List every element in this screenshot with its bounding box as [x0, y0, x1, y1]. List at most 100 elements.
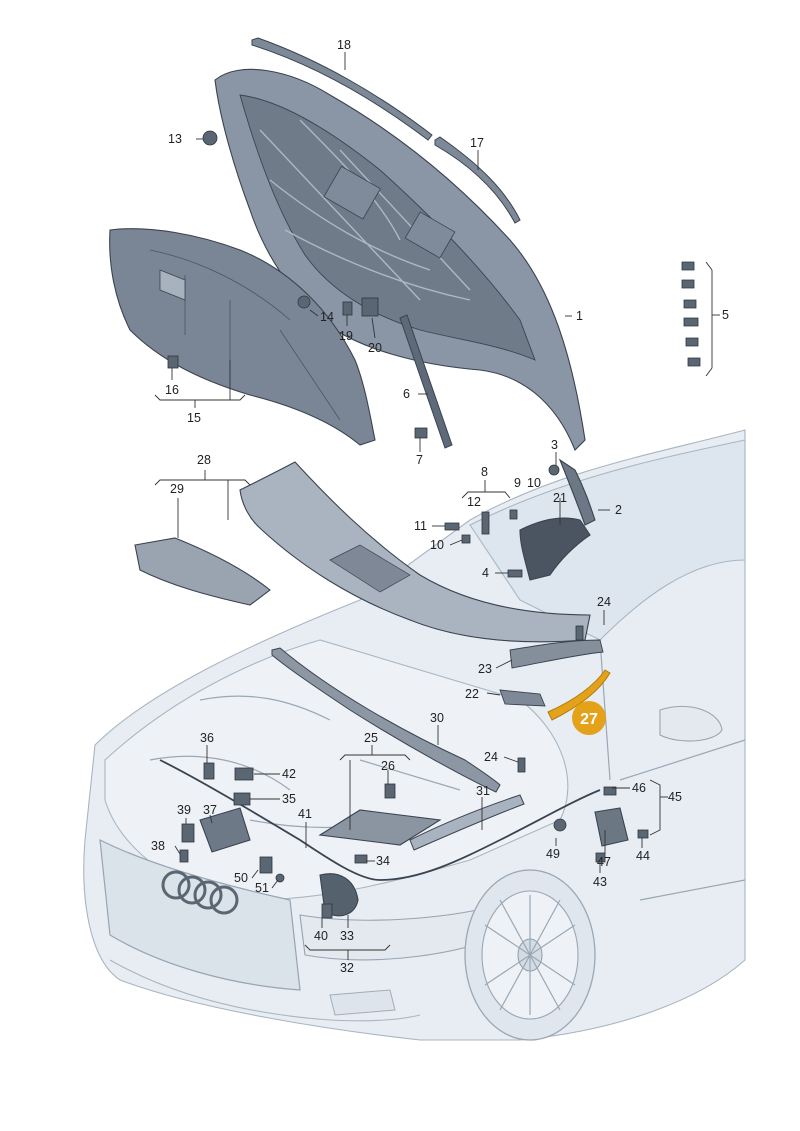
part-label-18: 18	[337, 38, 351, 52]
part-label-24-bottom: 24	[484, 750, 498, 764]
bracket-20	[361, 297, 379, 317]
front-bumper	[109, 959, 421, 1022]
seal-strip-17	[434, 136, 521, 224]
part-label-3: 3	[551, 438, 558, 452]
buffer-13	[202, 130, 218, 146]
clip-16	[167, 355, 179, 369]
latch-47	[594, 807, 629, 847]
part-label-32: 32	[340, 961, 354, 975]
part-label-42: 42	[282, 767, 296, 781]
part-label-40: 40	[314, 929, 328, 943]
seal-22	[499, 689, 546, 707]
part-label-20: 20	[368, 341, 382, 355]
front-grille	[99, 838, 301, 991]
part-label-45: 45	[668, 790, 682, 804]
fog-light	[329, 989, 396, 1016]
part-label-50: 50	[234, 871, 248, 885]
bolt-11	[444, 522, 460, 531]
part-label-13: 13	[168, 132, 182, 146]
part-label-10-bottom: 10	[430, 538, 444, 552]
part-label-9: 9	[514, 476, 521, 490]
lock-carrier-bar-31	[409, 794, 525, 851]
buffer-14	[297, 295, 311, 309]
part-label-7: 7	[416, 453, 423, 467]
part-label-6: 6	[403, 387, 410, 401]
part-label-41: 41	[298, 807, 312, 821]
part-label-4: 4	[482, 566, 489, 580]
release-lever-37	[199, 807, 251, 853]
clip-38	[179, 849, 189, 863]
clip-19	[342, 301, 353, 316]
nut-3	[548, 464, 560, 476]
pollen-filter-cover	[134, 537, 271, 606]
bolt-set-5	[681, 261, 701, 367]
hood-panel	[214, 68, 586, 451]
part-label-35: 35	[282, 792, 296, 806]
bolt-10	[461, 534, 471, 544]
part-label-43: 43	[593, 875, 607, 889]
part-label-16: 16	[165, 383, 179, 397]
part-label-37: 37	[203, 803, 217, 817]
part-label-31: 31	[476, 784, 490, 798]
audi-rings-logo	[161, 870, 239, 915]
bolt-34	[354, 854, 368, 864]
seal-strip-18	[251, 37, 433, 141]
part-label-46: 46	[632, 781, 646, 795]
part-label-8: 8	[481, 465, 488, 479]
small-hardware	[167, 130, 701, 919]
part-label-27: 27	[580, 711, 598, 728]
front-wheel	[464, 869, 596, 1041]
bolt-24-bottom	[517, 757, 526, 773]
plenum-grille	[329, 544, 411, 593]
part-label-22: 22	[465, 687, 479, 701]
clip-42	[234, 767, 254, 781]
part-label-39: 39	[177, 803, 191, 817]
part-label-47: 47	[597, 855, 611, 869]
part-label-12: 12	[467, 495, 481, 509]
insulation-cutout	[159, 269, 186, 301]
nut-43	[595, 852, 606, 863]
windshield	[469, 439, 746, 641]
bolt-46	[603, 786, 617, 796]
part-label-36: 36	[200, 731, 214, 745]
highlighted-seal-27	[547, 669, 611, 721]
part-label-30: 30	[430, 711, 444, 725]
handle-39	[181, 823, 195, 843]
clip-36	[203, 762, 215, 780]
part-label-49: 49	[546, 847, 560, 861]
part-label-44: 44	[636, 849, 650, 863]
hinge-arm	[558, 458, 596, 526]
bolt-12	[481, 511, 490, 535]
gas-strut	[399, 314, 453, 449]
part-label-24-top: 24	[597, 595, 611, 609]
leader-lines	[154, 52, 720, 960]
part-label-29: 29	[170, 482, 184, 496]
part-label-28: 28	[197, 453, 211, 467]
part-label-5: 5	[722, 308, 729, 322]
bolt-44	[637, 829, 649, 839]
part-label-11: 11	[414, 519, 427, 533]
seal-strip-30	[271, 647, 501, 793]
part-label-2: 2	[615, 503, 622, 517]
clip-26	[384, 783, 396, 799]
grommet-49	[553, 818, 567, 832]
part-label-23: 23	[478, 662, 492, 676]
part-label-51: 51	[255, 881, 269, 895]
release-cable	[159, 759, 601, 881]
part-label-21: 21	[553, 491, 567, 505]
bolt-7	[414, 427, 428, 439]
highlight-badge-27: 27	[572, 701, 606, 735]
part-number-labels: 18 17 13 1 5 14 16 15 19 20 6 7 3 8 9 10…	[151, 38, 729, 975]
plenum-seal-23	[509, 639, 604, 669]
part-label-17: 17	[470, 136, 484, 150]
bolt-24-top	[575, 625, 584, 641]
part-label-14: 14	[320, 310, 334, 324]
part-label-19: 19	[339, 329, 353, 343]
bolt-9	[509, 509, 518, 520]
plenum-panel	[239, 461, 591, 643]
side-mirror	[659, 705, 723, 742]
part-label-33: 33	[340, 929, 354, 943]
part-label-15: 15	[187, 411, 201, 425]
switch-40	[321, 903, 333, 919]
